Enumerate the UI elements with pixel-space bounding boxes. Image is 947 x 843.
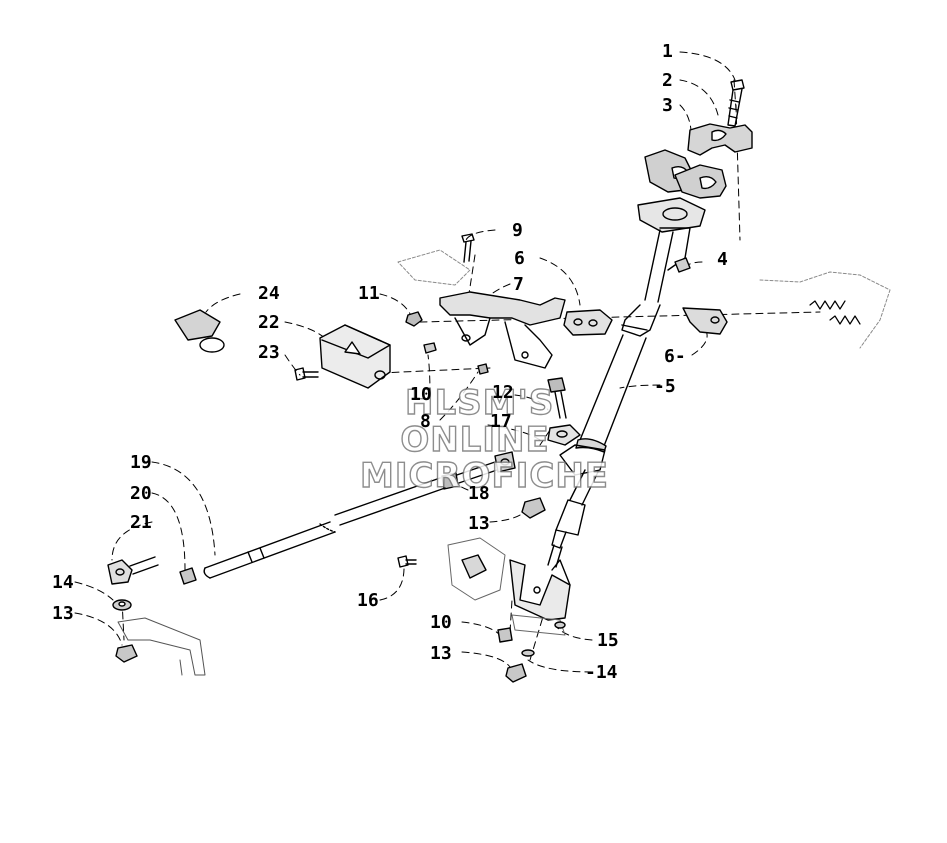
callout-16: 16 [357,590,379,611]
callout-13a: 13 [468,513,490,534]
bushing-right-icon [682,307,728,335]
nut-20-icon [179,567,197,585]
screw-8-icon [477,363,489,375]
clamp-lower-icon [644,149,727,199]
tie-rod-19-icon [203,477,446,579]
lower-bracket-icon [447,537,571,636]
callout-8: 8 [420,411,431,432]
clamp-upper-icon [687,123,753,156]
callout-20: 20 [130,483,152,504]
callout-15: 15 [597,630,619,651]
callout-14a: 14 [52,572,74,593]
callout-12: 12 [492,382,514,403]
bushing-left-icon [563,309,613,336]
callout-13b: 13 [52,603,74,624]
watermark-line3: MICROFICHE [359,456,610,496]
callout-10b: 10 [430,612,452,633]
nut-13-lower-icon [505,663,527,683]
ghost-shapes [397,249,891,349]
callout-3: 3 [662,95,673,116]
spacer-4-icon [674,257,691,273]
callout-6a: 6 [514,248,525,269]
nut-13-center-icon [521,497,546,519]
washer-14-left-icon [112,599,132,611]
key-24-icon [174,309,225,353]
callout-11: 11 [358,283,380,304]
control-module-icon [319,324,391,389]
callout-9: 9 [512,220,523,241]
callout-21: 21 [130,512,152,533]
tie-rod-end-18-icon [441,451,516,490]
bracket-7-icon [439,291,566,369]
bolt-12-icon [547,377,567,419]
callout-18: 18 [468,483,490,504]
screw-9-icon [461,233,475,263]
callout-1: 1 [662,41,673,62]
washer-15-icon [554,621,566,629]
steering-column-icon [547,197,706,568]
callout-7: 7 [513,274,524,295]
screw-23-icon [294,367,319,381]
nut-13-left-icon [115,644,138,663]
watermark-line1: HLSM'S [404,383,555,423]
callout-19: 19 [130,452,152,473]
callout-6b: 6- [664,346,686,367]
callout-2: 2 [662,70,673,91]
callout-13c: 13 [430,643,452,664]
screw-16-icon [397,555,417,568]
ball-joint-17-icon [547,424,581,446]
callout-14b: -14 [585,662,618,683]
watermark-line2: ONLINE [400,420,550,460]
nut-11-icon [405,311,423,327]
nut-10-lower-icon [497,627,513,643]
steering-arm-left-icon [117,617,206,676]
callout-24: 24 [258,283,280,304]
callout-17: 17 [490,411,512,432]
callout-5: -5 [654,376,676,397]
spring-icon [809,300,861,325]
bolt-1-icon [727,79,745,127]
callout-4: 4 [717,249,728,270]
tie-rod-end-21-icon [107,556,159,585]
callout-23: 23 [258,342,280,363]
washer-14-right-icon [521,649,535,657]
callout-10a: 10 [410,384,432,405]
nut-10-icon [423,342,437,354]
callout-22: 22 [258,312,280,333]
